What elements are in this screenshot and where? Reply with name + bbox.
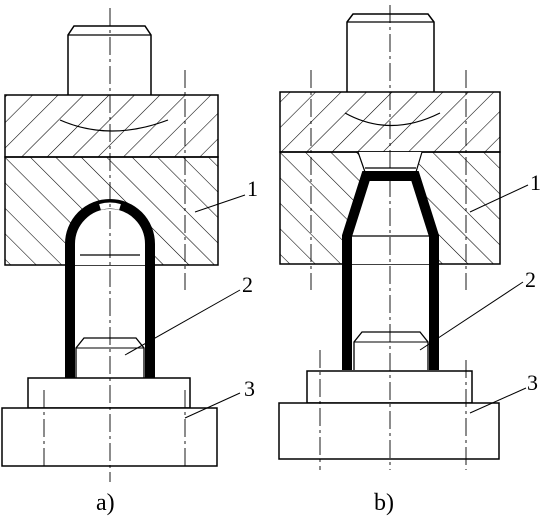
upper-die-a — [4, 94, 219, 266]
label-2-a: 2 — [242, 272, 253, 297]
label-1-a: 1 — [247, 176, 258, 201]
caption-a: a) — [96, 490, 115, 516]
label-2-b: 2 — [525, 267, 536, 292]
leaders-b — [419, 184, 529, 414]
base-a — [1, 377, 218, 467]
base-b — [278, 370, 500, 460]
panel-a: 1 2 3 a) — [1, 8, 258, 516]
label-1-b: 1 — [530, 170, 541, 195]
centerlines-a — [43, 8, 186, 482]
workpiece-b — [342, 171, 439, 370]
label-3-b: 3 — [527, 370, 538, 395]
centerlines-b — [310, 5, 467, 470]
punch-stem-a — [67, 25, 152, 95]
punch-stem-b — [346, 13, 435, 92]
caption-b: b) — [374, 490, 394, 516]
leaders-a — [124, 194, 246, 419]
panel-b: 1 2 3 b) — [278, 5, 541, 516]
mandrel-b — [353, 331, 429, 370]
label-3-a: 3 — [244, 376, 255, 401]
